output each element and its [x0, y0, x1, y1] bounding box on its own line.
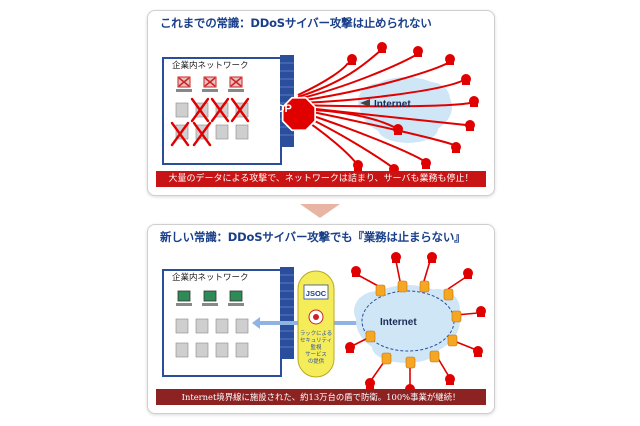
- server-icon: [235, 342, 249, 358]
- monitor-icon: [228, 290, 244, 306]
- shield-icon: [375, 284, 386, 297]
- shield-icon: [308, 309, 324, 325]
- skull-icons-new: [345, 252, 486, 395]
- shield-icon: [405, 356, 416, 369]
- monitor-icon: [228, 76, 244, 92]
- network-label-new: 企業内ネットワーク: [172, 273, 249, 283]
- service-text-5: の提供: [308, 357, 325, 365]
- internet-label-new: Internet: [380, 317, 417, 328]
- skull-icon: [461, 74, 471, 85]
- skull-icon: [365, 378, 375, 389]
- shield-icon: [419, 280, 430, 293]
- jsoc-service-capsule: JSOC ラックによる セキュリティ 監視 サービス の提供: [297, 270, 335, 378]
- skull-icon: [473, 346, 483, 357]
- jsoc-logo: JSOC: [306, 289, 327, 298]
- skull-icon: [351, 266, 361, 277]
- panel-new-title: 新しい常識：DDoSサイバー攻撃でも『業務は止まらない』: [160, 230, 466, 244]
- skull-icon: [469, 96, 479, 107]
- service-text-3: 監視: [311, 343, 322, 351]
- server-icon: [215, 342, 229, 358]
- internet-label-old: Internet: [374, 99, 411, 110]
- shield-icon: [451, 310, 462, 323]
- server-icons-old: [170, 97, 250, 147]
- skull-icon: [413, 46, 423, 57]
- skull-icon: [445, 374, 455, 385]
- skull-icon: [345, 342, 355, 353]
- shield-icon: [443, 288, 454, 301]
- skull-icon: [476, 306, 486, 317]
- shield-icon: [381, 352, 392, 365]
- skull-icon: [421, 158, 431, 169]
- skull-icon: [463, 268, 473, 279]
- stop-sign-icon: STOP: [262, 96, 317, 132]
- monitor-icon: [176, 76, 192, 92]
- service-text-2: セキュリティ: [300, 337, 332, 344]
- firewall-icon: [280, 267, 294, 359]
- skull-icon: [347, 54, 357, 65]
- stop-sign-label: STOP: [262, 103, 292, 115]
- skull-icon: [353, 160, 363, 171]
- server-icons-new: [175, 318, 249, 358]
- shield-icon: [429, 350, 440, 363]
- defense-diagram-new: JSOC ラックによる セキュリティ 監視 サービス の提供 Internet: [175, 252, 486, 395]
- server-icon: [175, 318, 189, 334]
- server-icon: [215, 318, 229, 334]
- monitor-icon: [176, 290, 192, 306]
- service-text-4: サービス: [305, 350, 327, 358]
- skull-icon: [451, 142, 461, 153]
- monitor-icon: [202, 76, 218, 92]
- skull-icon: [445, 54, 455, 65]
- server-icon: [195, 342, 209, 358]
- shield-icon: [365, 330, 376, 343]
- server-icon: [195, 318, 209, 334]
- shield-icon: [397, 280, 408, 293]
- monitor-icon: [202, 290, 218, 306]
- service-text-1: ラックによる: [300, 330, 332, 337]
- panel-old-title: これまでの常識：DDoSサイバー攻撃は止められない: [160, 16, 432, 30]
- panel-old-common-sense: これまでの常識：DDoSサイバー攻撃は止められない 企業内ネットワーク: [147, 10, 495, 196]
- network-label-old: 企業内ネットワーク: [172, 61, 249, 71]
- skull-icon: [393, 124, 403, 135]
- skull-icon: [377, 42, 387, 53]
- shield-icon: [447, 334, 458, 347]
- attack-diagram-old: STOP Internet: [170, 42, 479, 175]
- pc-icons-new: [176, 290, 244, 306]
- skull-icon: [391, 252, 401, 263]
- arrow-down-icon: [300, 204, 340, 218]
- skull-icon: [465, 120, 475, 131]
- panel-new-common-sense: 新しい常識：DDoSサイバー攻撃でも『業務は止まらない』 企業内ネットワーク: [147, 224, 495, 414]
- pc-icons-old: [176, 76, 244, 92]
- skull-icon: [427, 252, 437, 263]
- caption-new: Internet境界線に施設された、約13万台の盾で防衛。100%事業が継続！: [156, 389, 486, 405]
- shield-icons-new: [365, 280, 462, 369]
- server-icon: [175, 342, 189, 358]
- server-icon: [235, 318, 249, 334]
- caption-old: 大量のデータによる攻撃で、ネットワークは詰まり、サーバも業務も停止！: [156, 171, 486, 187]
